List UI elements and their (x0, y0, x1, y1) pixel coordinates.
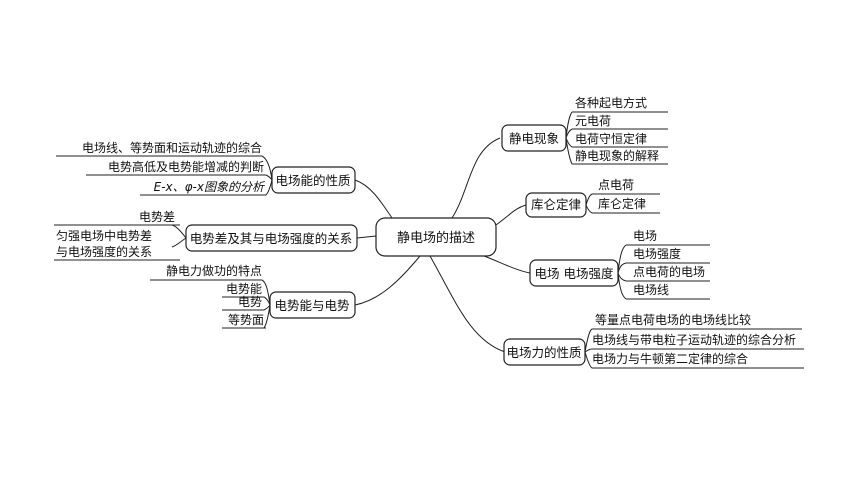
connector-l3-a (261, 279, 271, 306)
leaf: 电势能 (226, 282, 262, 296)
leaf: 点电荷的电场 (633, 264, 705, 279)
connector-r1-d (565, 137, 573, 165)
leaf: 电场 (633, 229, 657, 243)
leaf: 等量点电荷电场的电场线比较 (595, 312, 751, 327)
leaf: 电势 (238, 295, 262, 309)
connector-static-electricity (451, 137, 501, 219)
connector-electric-field (483, 255, 531, 274)
branch-field-force: 电场力的性质 等量点电荷电场的电场线比较 电场线与带电粒子运动轨迹的综合分析 电… (503, 312, 804, 369)
connector-r4-c (584, 351, 593, 369)
leaf: 匀强电场中电势差 (56, 228, 152, 243)
leaf: 电场强度 (633, 246, 681, 261)
leaf: 电势高低及电势能增减的判断 (108, 159, 264, 174)
connector-energy-potential (354, 255, 421, 306)
leaf: 电场线、等势面和运动轨迹的综合 (82, 140, 262, 155)
leaf: 电场线与带电粒子运动轨迹的综合分析 (592, 332, 796, 347)
connector-potential-difference (356, 235, 377, 239)
branch-label: 静电现象 (509, 131, 559, 146)
leaf: 电荷守恒定律 (575, 131, 647, 146)
connector-r4-a (584, 328, 593, 353)
leaf: 电场线 (633, 283, 669, 297)
connector-r2-a (585, 193, 593, 206)
branch-label: 电势能与电势 (274, 298, 350, 313)
leaf: 电势差 (139, 210, 175, 224)
connector-r2-b (585, 204, 593, 214)
connector-l2-b (171, 237, 187, 248)
branch-field-energy: 电场能的性质 电场线、等势面和运动轨迹的综合 电势高低及电势能增减的判断 E-x… (56, 140, 356, 196)
connector-coulomb (495, 204, 527, 226)
center-node: 静电场的描述 (375, 217, 497, 257)
leaf: 元电荷 (575, 114, 611, 128)
leaf: 电场力与牛顿第二定律的综合 (592, 351, 748, 366)
connector-l1-c (265, 179, 273, 196)
connector-r3-d (617, 272, 627, 300)
branch-label: 库仑定律 (531, 197, 581, 212)
center-label: 静电场的描述 (397, 230, 475, 246)
branch-label: 电场 电场强度 (535, 266, 614, 281)
branch-label: 电势差及其与电场强度的关系 (190, 231, 353, 246)
leaf: 点电荷 (598, 178, 634, 192)
connector-r1-a (565, 111, 573, 139)
connector-r4-b (584, 348, 593, 353)
branch-potential-difference: 电势差及其与电场强度的关系 电势差 匀强电场中电势差 与电场强度的关系 (54, 210, 358, 261)
leaf: 与电场强度的关系 (56, 244, 152, 259)
branch-static-electricity: 静电现象 各种起电方式 元电荷 电荷守恒定律 静电现象的解释 (501, 95, 668, 165)
leaf: E-x、φ-x图象的分析 (154, 180, 266, 194)
leaf: 等势面 (228, 313, 264, 327)
branch-electric-field: 电场 电场强度 电场 电场强度 点电荷的电场 电场线 (529, 229, 710, 300)
branch-coulomb: 库仑定律 点电荷 库仑定律 (525, 178, 660, 218)
leaf: 静电力做功的特点 (166, 263, 262, 278)
leaf: 静电现象的解释 (575, 148, 659, 163)
leaf: 各种起电方式 (575, 95, 647, 110)
connector-l2-a (171, 224, 187, 239)
leaf: 库仑定律 (598, 196, 646, 211)
connector-field-force (429, 255, 506, 353)
branch-label: 电场能的性质 (275, 173, 350, 188)
branch-label: 电场力的性质 (506, 345, 581, 360)
branch-energy-potential: 电势能与电势 静电力做功的特点 电势能 电势 等势面 (150, 263, 356, 329)
connector-field-energy (354, 179, 393, 219)
